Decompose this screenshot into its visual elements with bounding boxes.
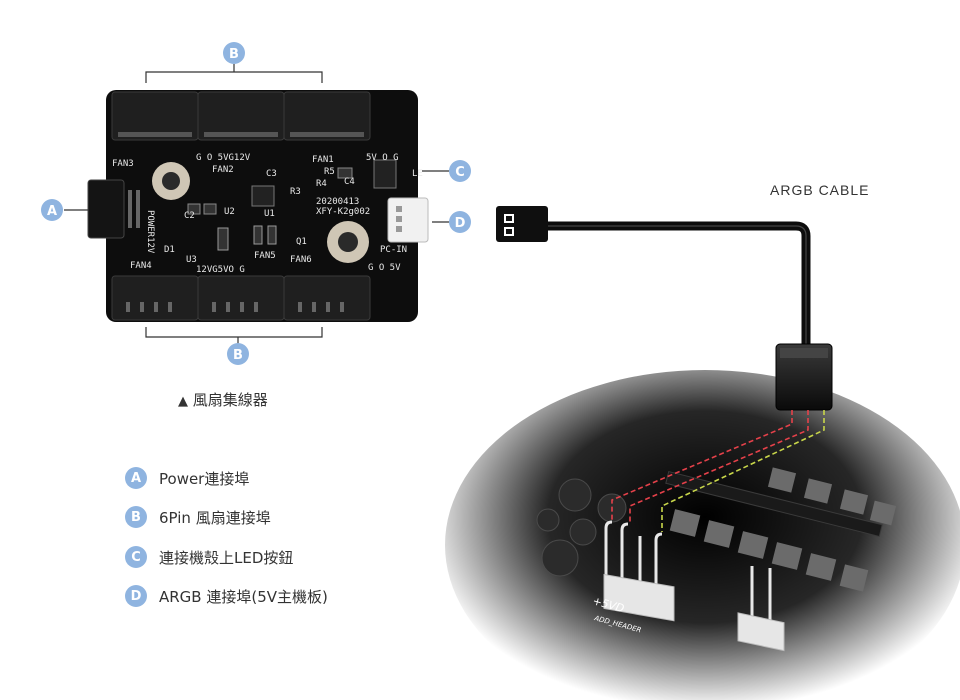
argb-cable-label: ARGB CABLE (770, 182, 870, 198)
wire-yellow (661, 410, 825, 532)
silk-power: POWER12V (145, 210, 155, 254)
power-connector (87, 179, 125, 239)
silk-r3: R3 (290, 187, 301, 197)
cable-connector (775, 343, 833, 411)
legend-item-a: A Power連接埠 (125, 466, 249, 490)
callout-badge-b-top: B (223, 42, 245, 64)
legend-item-c: C 連接機殼上LED按鈕 (125, 545, 293, 569)
chip-u1 (251, 185, 275, 207)
pcb-silkscreen: FAN3 FAN4 FAN1 FAN2 FAN5 FAN6 G O 5VG12V… (112, 153, 423, 275)
silk-fan3: FAN3 (112, 159, 134, 169)
caption-text: 風扇集線器 (192, 391, 268, 409)
silk-c3: C3 (266, 169, 277, 179)
bracket-top (145, 71, 323, 83)
silk-date: 20200413 (316, 197, 359, 207)
silk-r4: R4 (316, 179, 327, 189)
legend-text-c: 連接機殼上LED按鈕 (159, 548, 294, 567)
silk-fan6: FAN6 (290, 255, 312, 265)
silk-d1: D1 (164, 245, 175, 255)
silk-fan1: FAN1 (312, 155, 334, 165)
silk-right-pins: G O 5V (368, 263, 401, 273)
legend-badge-d: D (125, 585, 147, 607)
wire-red-2 (629, 410, 809, 522)
callout-badge-b-bottom: B (227, 343, 249, 365)
silk-pc-in: PC-IN (380, 245, 407, 255)
callout-badge-c: C (449, 160, 471, 182)
silk-c4: C4 (344, 177, 355, 187)
cable-plug (496, 206, 548, 242)
silk-u2: U2 (224, 207, 235, 217)
silk-le: LE (412, 169, 423, 179)
argb-header (603, 520, 675, 622)
silk-u3: U3 (186, 255, 197, 265)
svg-text:D: D (455, 216, 466, 231)
silk-top-right: 5V O G (366, 153, 399, 163)
top-fan-connectors (111, 91, 371, 141)
silk-u1: U1 (264, 209, 275, 219)
caption-marker: ▲ (178, 394, 188, 409)
silk-fan4: FAN4 (130, 261, 152, 271)
second-header (737, 566, 785, 652)
motherboard-photo: +5VD ADD_HEADER (445, 370, 960, 700)
slot-blocks (669, 467, 897, 592)
silk-q1: Q1 (296, 237, 307, 247)
legend-badge-a: A (125, 467, 147, 489)
legend-text-a: Power連接埠 (159, 469, 250, 488)
svg-text:B: B (229, 47, 239, 62)
silk-top-pins: G O 5VG12V (196, 153, 251, 163)
callout-badge-d: D (449, 211, 471, 233)
capacitors (536, 478, 627, 577)
bracket-bottom (145, 327, 323, 338)
svg-text:A: A (47, 204, 57, 219)
silk-c2: C2 (184, 211, 195, 221)
silk-fan5: FAN5 (254, 251, 276, 261)
svg-text:C: C (455, 165, 465, 180)
legend-badge-b: B (125, 506, 147, 528)
svg-text:B: B (233, 348, 243, 363)
silk-model: XFY-K2g002 (316, 207, 370, 217)
legend-item-d: D ARGB 連接埠(5V主機板) (125, 584, 328, 608)
figure-caption: ▲ 風扇集線器 (178, 389, 268, 410)
silk-fan2: FAN2 (212, 165, 234, 175)
silk-r5: R5 (324, 167, 335, 177)
top-connector-pins (118, 132, 364, 137)
fan-hub-pcb: FAN3 FAN4 FAN1 FAN2 FAN5 FAN6 G O 5VG12V… (87, 90, 429, 322)
callout-lines (64, 64, 449, 344)
bottom-connector-pins (126, 302, 344, 312)
silk-bottom-pins: 12VG5VO G (196, 265, 245, 275)
legend-text-d: ARGB 連接埠(5V主機板) (159, 587, 328, 606)
wire-red-1 (611, 410, 793, 520)
bottom-fan-connectors (111, 275, 371, 321)
legend-text-b: 6Pin 風扇連接埠 (159, 508, 271, 527)
legend-item-b: B 6Pin 風扇連接埠 (125, 505, 271, 529)
callout-badge-a: A (41, 199, 63, 221)
legend-badge-c: C (125, 546, 147, 568)
argb-connector (387, 197, 429, 243)
argb-cable (496, 206, 833, 532)
